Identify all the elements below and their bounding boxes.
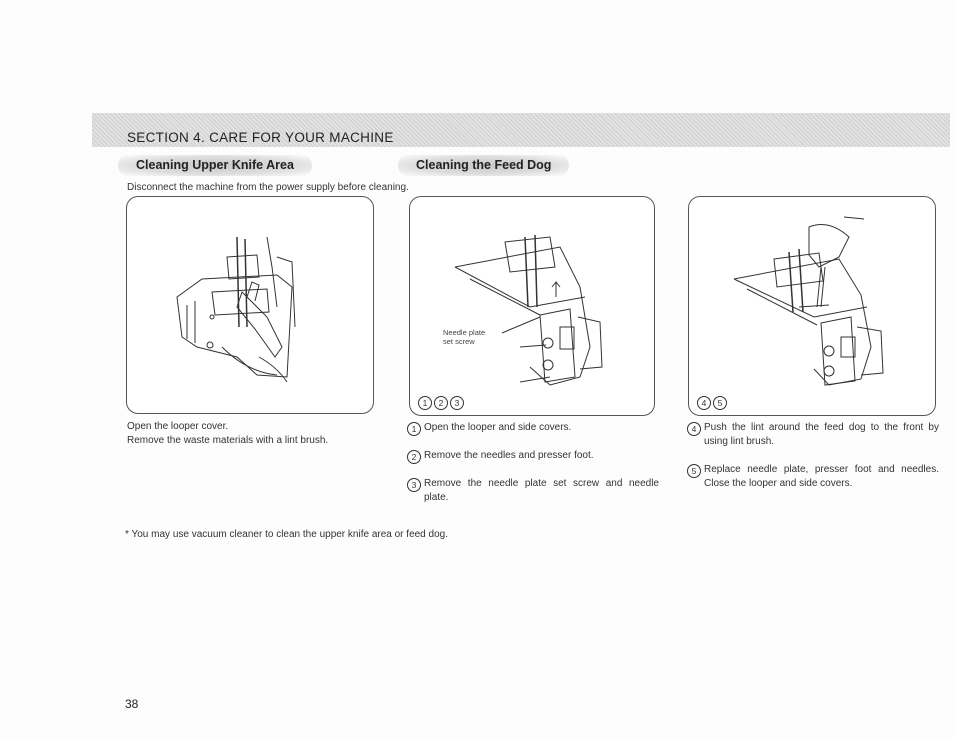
step-number: 1 xyxy=(407,422,421,436)
instruction-line: Remove the waste materials with a lint b… xyxy=(127,435,329,446)
step-4: 4 Push the lint around the feed dog to t… xyxy=(687,421,939,449)
page-number: 38 xyxy=(125,697,139,711)
needle-plate-set-screw-label: Needle plate set screw xyxy=(443,328,486,346)
step-3: 3 Remove the needle plate set screw and … xyxy=(407,477,659,505)
step-text: Remove the needles and presser foot. xyxy=(424,450,594,461)
intro-text: Disconnect the machine from the power su… xyxy=(127,182,409,193)
step-text: Replace needle plate, presser foot and n… xyxy=(704,464,939,489)
vacuum-note: * You may use vacuum cleaner to clean th… xyxy=(125,529,448,540)
step-number: 2 xyxy=(407,450,421,464)
feed-dog-instructions-1-3: 1 Open the looper and side covers. 2 Rem… xyxy=(407,421,659,519)
step-text: Push the lint around the feed dog to the… xyxy=(704,422,939,447)
step-marker: 5 xyxy=(713,396,727,410)
step-text: Remove the needle plate set screw and ne… xyxy=(424,478,659,503)
step-markers-1-2-3: 1 2 3 xyxy=(418,396,464,410)
upper-knife-instructions: Open the looper cover. Remove the waste … xyxy=(127,420,387,448)
illustration-upper-knife-area xyxy=(126,196,374,414)
section-header-bar xyxy=(92,113,950,147)
feed-dog-instructions-4-5: 4 Push the lint around the feed dog to t… xyxy=(687,421,939,505)
illustration-feed-dog-steps-4-5: 4 5 xyxy=(688,196,936,416)
section-title: SECTION 4. CARE FOR YOUR MACHINE xyxy=(127,130,394,145)
step-2: 2 Remove the needles and presser foot. xyxy=(407,449,659,464)
step-marker: 2 xyxy=(434,396,448,410)
step-markers-4-5: 4 5 xyxy=(697,396,727,410)
upper-knife-drawing xyxy=(176,236,296,383)
step-number: 4 xyxy=(687,422,701,436)
step-number: 3 xyxy=(407,478,421,492)
step-5: 5 Replace needle plate, presser foot and… xyxy=(687,463,939,491)
step-marker: 3 xyxy=(450,396,464,410)
lint-brush-drawing xyxy=(733,216,884,386)
step-text: Open the looper and side covers. xyxy=(424,422,572,433)
heading-cleaning-feed-dog: Cleaning the Feed Dog xyxy=(398,155,570,176)
instruction-line: Open the looper cover. xyxy=(127,421,229,432)
step-marker: 4 xyxy=(697,396,711,410)
step-number: 5 xyxy=(687,464,701,478)
heading-cleaning-upper-knife-area: Cleaning Upper Knife Area xyxy=(118,155,312,176)
step-1: 1 Open the looper and side covers. xyxy=(407,421,659,436)
illustration-feed-dog-steps-1-3: Needle plate set screw 1 2 3 xyxy=(409,196,655,416)
feed-dog-drawing xyxy=(454,234,603,386)
step-marker: 1 xyxy=(418,396,432,410)
